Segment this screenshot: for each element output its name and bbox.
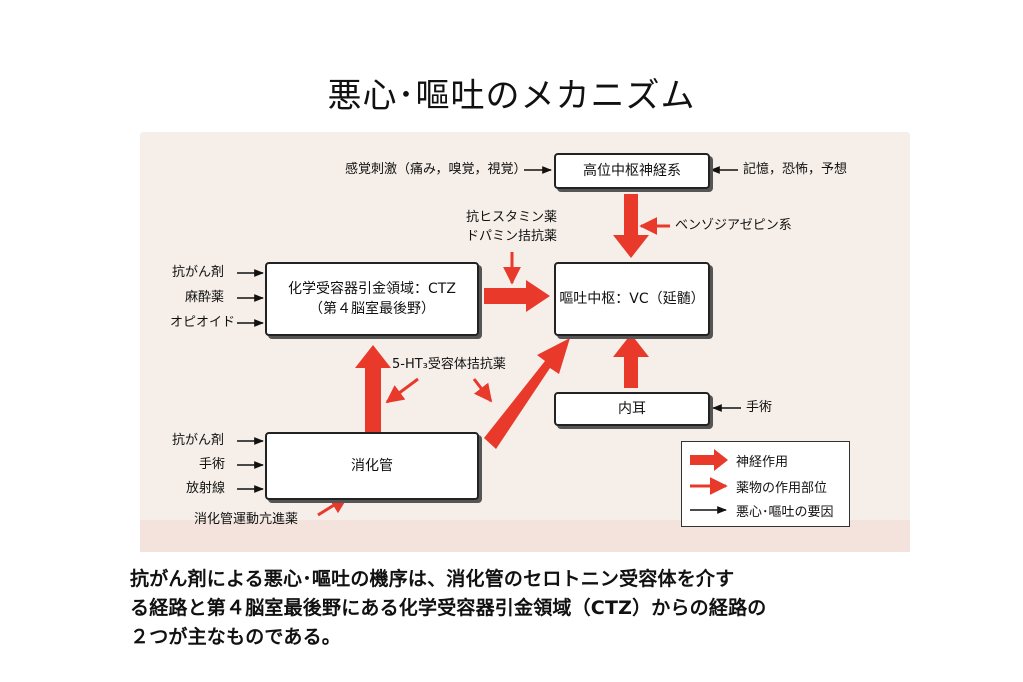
legend-drug-label: 薬物の作用部位 <box>736 481 828 496</box>
label-gi-surgery: 手術 <box>199 457 226 472</box>
box-vc-label: 嘔吐中枢：VC（延髄） <box>559 290 705 307</box>
label-ctz-anticancer: 抗がん剤 <box>172 265 225 280</box>
legend-cause-label: 悪心･嘔吐の要因 <box>736 505 834 520</box>
label-ctz-anesthetic: 麻酔薬 <box>185 290 225 305</box>
slide-title: 悪心･嘔吐のメカニズム <box>327 76 696 116</box>
box-gi-tract: 消化管 <box>265 432 479 500</box>
box-inner-ear: 内耳 <box>554 392 710 426</box>
label-memory: 記憶，恐怖，予想 <box>743 162 848 177</box>
drug-arrow-ht3-ctz <box>385 377 419 404</box>
box-ctz-label-1: 化学受容器引金領域：CTZ <box>288 280 456 297</box>
legend-swatches <box>690 449 728 514</box>
neural-arrow-gi-to-ctz <box>355 345 391 436</box>
drug-arrow-prokinetic <box>317 495 349 517</box>
label-ht3-antagonist: 5-HT₃受容体拮抗薬 <box>392 357 506 372</box>
drug-arrow-ht3-gi <box>472 378 493 403</box>
box-vomiting-center: 嘔吐中枢：VC（延髄） <box>554 262 710 336</box>
caption-line-2: る経路と第４脳室最後野にある化学受容器引金領域（CTZ）からの経路の <box>130 597 767 619</box>
neural-arrow-ear-to-vc <box>613 334 649 388</box>
label-antihistamine: 抗ヒスタミン薬 <box>466 210 558 225</box>
label-ear-surgery: 手術 <box>746 400 773 415</box>
legend-neural-swatch <box>690 449 728 471</box>
legend: 神経作用 薬物の作用部位 悪心･嘔吐の要因 <box>681 441 850 527</box>
caption-line-1: 抗がん剤による悪心･嘔吐の機序は、消化管のセロトニン受容体を介す <box>130 568 735 590</box>
label-gi-radiation: 放射線 <box>186 481 226 496</box>
label-benzodiazepine: ベンゾジアゼピン系 <box>675 218 792 233</box>
box-inner-ear-label: 内耳 <box>618 400 646 417</box>
label-prokinetic: 消化管運動亢進薬 <box>194 512 299 527</box>
neural-arrow-ctz-to-vc <box>484 280 550 312</box>
label-dopamine-antagonist: ドパミン拮抗薬 <box>466 229 558 244</box>
box-gi-tract-label: 消化管 <box>351 457 393 474</box>
box-ctz-label-2: （第４脳室最後野） <box>309 301 435 317</box>
box-ctz: 化学受容器引金領域：CTZ （第４脳室最後野） <box>265 262 479 336</box>
label-sensory: 感覚刺激（痛み，嗅覚，視覚） <box>345 162 527 177</box>
label-gi-anticancer: 抗がん剤 <box>172 433 225 448</box>
label-ctz-opioid: オピオイド <box>170 315 236 330</box>
legend-neural-label: 神経作用 <box>736 455 789 470</box>
neural-arrow-gi-to-vc <box>484 338 570 449</box>
box-higher-cns: 高位中枢神経系 <box>554 153 710 189</box>
neural-arrow-cns-to-vc <box>613 194 649 258</box>
box-higher-cns-label: 高位中枢神経系 <box>583 162 681 179</box>
caption: 抗がん剤による悪心･嘔吐の機序は、消化管のセロトニン受容体を介す る経路と第４脳… <box>130 565 920 652</box>
caption-line-3: ２つが主なものである。 <box>130 626 342 648</box>
